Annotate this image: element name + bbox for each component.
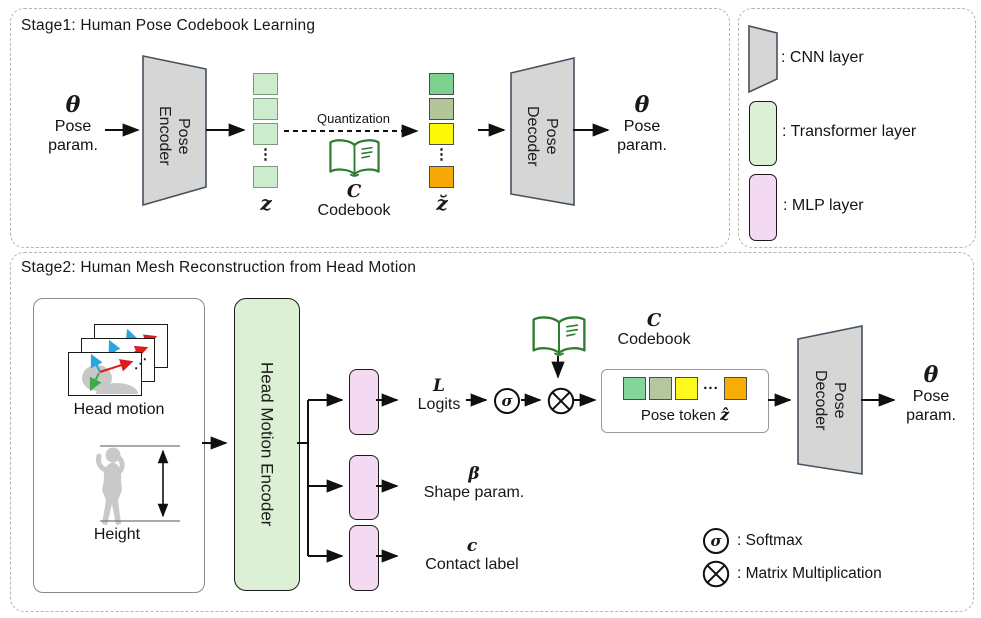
theta-symbol: θ bbox=[65, 92, 81, 118]
softmax-icon: σ bbox=[703, 528, 729, 554]
theta-symbol: θ bbox=[634, 92, 650, 118]
pose-token-text: Pose token bbox=[640, 407, 716, 424]
token-ellipsis: ... bbox=[703, 375, 719, 393]
token-square bbox=[649, 377, 673, 400]
token-square bbox=[429, 97, 454, 120]
stage1-codebook-caption: C Codebook bbox=[304, 182, 404, 220]
token-square bbox=[253, 72, 278, 95]
mlp-block-shape bbox=[349, 455, 379, 520]
sigma-symbol: σ bbox=[501, 392, 513, 410]
codebook-symbol: C bbox=[346, 181, 362, 202]
codebook-icon bbox=[530, 313, 588, 357]
sigma-symbol: σ bbox=[710, 532, 722, 550]
c-symbol: c bbox=[466, 536, 478, 556]
cnn-layer-icon bbox=[748, 25, 778, 93]
codebook-icon bbox=[327, 136, 382, 178]
z-label: z bbox=[260, 191, 272, 215]
pose-param-line1: Pose bbox=[623, 118, 661, 135]
pose-param-line2: param. bbox=[906, 407, 956, 424]
token-ellipsis: ⋮ bbox=[434, 146, 449, 163]
height-figure-icon bbox=[95, 447, 125, 525]
pose-param-line1: Pose bbox=[912, 388, 950, 405]
latent-token-column-z: ⋮ bbox=[253, 71, 278, 189]
pose-token-label: Pose token ẑ bbox=[602, 405, 768, 424]
pose-param-line1: Pose bbox=[54, 118, 92, 135]
transformer-layer-label: : Transformer layer bbox=[782, 123, 917, 140]
token-square bbox=[253, 165, 278, 188]
token-square bbox=[429, 165, 454, 188]
stage2-output-pose-param: θ Pose param. bbox=[891, 363, 971, 425]
token-square bbox=[429, 72, 454, 95]
mlp-block-contact bbox=[349, 525, 379, 591]
pose-decoder-label: Pose Decoder bbox=[812, 370, 848, 431]
cnn-layer-label: : CNN layer bbox=[781, 49, 864, 66]
pose-token-row: ... bbox=[602, 377, 768, 400]
pose-decoder-label: Pose Decoder bbox=[524, 105, 560, 167]
head-motion-icon bbox=[82, 353, 138, 394]
softmax-icon: σ bbox=[494, 388, 520, 414]
shape-output-label: β Shape param. bbox=[399, 465, 549, 502]
stage1-output-pose-param: θ Pose param. bbox=[602, 93, 682, 155]
head-motion-encoder-block: Head Motion Encoder bbox=[234, 298, 300, 591]
contact-output-label: c Contact label bbox=[399, 537, 545, 574]
codebook-label: Codebook bbox=[317, 202, 391, 219]
layer-legend-panel: : CNN layer : Transformer layer : MLP la… bbox=[738, 8, 976, 248]
z-quant-label: z̆ bbox=[436, 191, 448, 215]
logits-text: Logits bbox=[417, 396, 461, 413]
head-motion-label: Head motion bbox=[73, 401, 165, 418]
height-label: Height bbox=[93, 526, 141, 543]
pose-param-line2: param. bbox=[617, 137, 667, 154]
softmax-legend-label: : Softmax bbox=[737, 532, 803, 549]
pose-encoder-trapezoid bbox=[142, 55, 207, 206]
z-hat-symbol: ẑ bbox=[720, 405, 730, 424]
logits-symbol: L bbox=[433, 376, 445, 396]
token-square bbox=[723, 377, 747, 400]
pose-decoder-trapezoid bbox=[510, 56, 575, 206]
pose-decoder-trapezoid bbox=[797, 325, 863, 475]
quantized-token-column: ⋮ bbox=[429, 71, 454, 189]
pose-token-box: ... Pose token ẑ bbox=[601, 369, 769, 433]
theta-symbol: θ bbox=[923, 362, 939, 388]
pose-param-line2: param. bbox=[48, 137, 98, 154]
stage2-inputs-box: ⋰ Head motion Height bbox=[33, 298, 205, 593]
token-square bbox=[675, 377, 699, 400]
stage2-title: Stage2: Human Mesh Reconstruction from H… bbox=[21, 259, 417, 276]
transformer-layer-icon bbox=[749, 101, 777, 166]
matrix-multiplication-icon bbox=[547, 387, 575, 415]
stage1-panel: Stage1: Human Pose Codebook Learning θ P… bbox=[10, 8, 730, 248]
head-motion-frame-front bbox=[68, 352, 142, 396]
token-square bbox=[429, 122, 454, 145]
token-ellipsis: ⋮ bbox=[258, 146, 273, 163]
frames-ellipsis-icon: ⋰ bbox=[134, 356, 147, 371]
stage2-panel: Stage2: Human Mesh Reconstruction from H… bbox=[10, 252, 974, 612]
head-motion-encoder-label: Head Motion Encoder bbox=[257, 362, 277, 527]
pose-encoder-label: Pose Encoder bbox=[156, 106, 192, 166]
beta-symbol: β bbox=[468, 464, 480, 484]
matrix-multiplication-legend-label: : Matrix Multiplication bbox=[737, 565, 882, 582]
stage1-input-pose-param: θ Pose param. bbox=[33, 93, 113, 155]
token-square bbox=[253, 97, 278, 120]
contact-text: Contact label bbox=[425, 556, 519, 573]
matrix-multiplication-icon bbox=[702, 560, 730, 588]
mlp-block-logits bbox=[349, 369, 379, 435]
mlp-layer-icon bbox=[749, 174, 777, 241]
codebook-symbol: C bbox=[646, 310, 662, 331]
token-square bbox=[253, 122, 278, 145]
logits-output-label: L Logits bbox=[399, 377, 479, 414]
codebook-label: Codebook bbox=[617, 331, 691, 348]
token-square bbox=[623, 377, 647, 400]
mlp-layer-label: : MLP layer bbox=[783, 197, 864, 214]
shape-text: Shape param. bbox=[423, 484, 525, 501]
stage1-title: Stage1: Human Pose Codebook Learning bbox=[21, 17, 316, 34]
quantization-label: Quantization bbox=[317, 111, 390, 126]
stage2-codebook-caption: C Codebook bbox=[604, 311, 704, 349]
